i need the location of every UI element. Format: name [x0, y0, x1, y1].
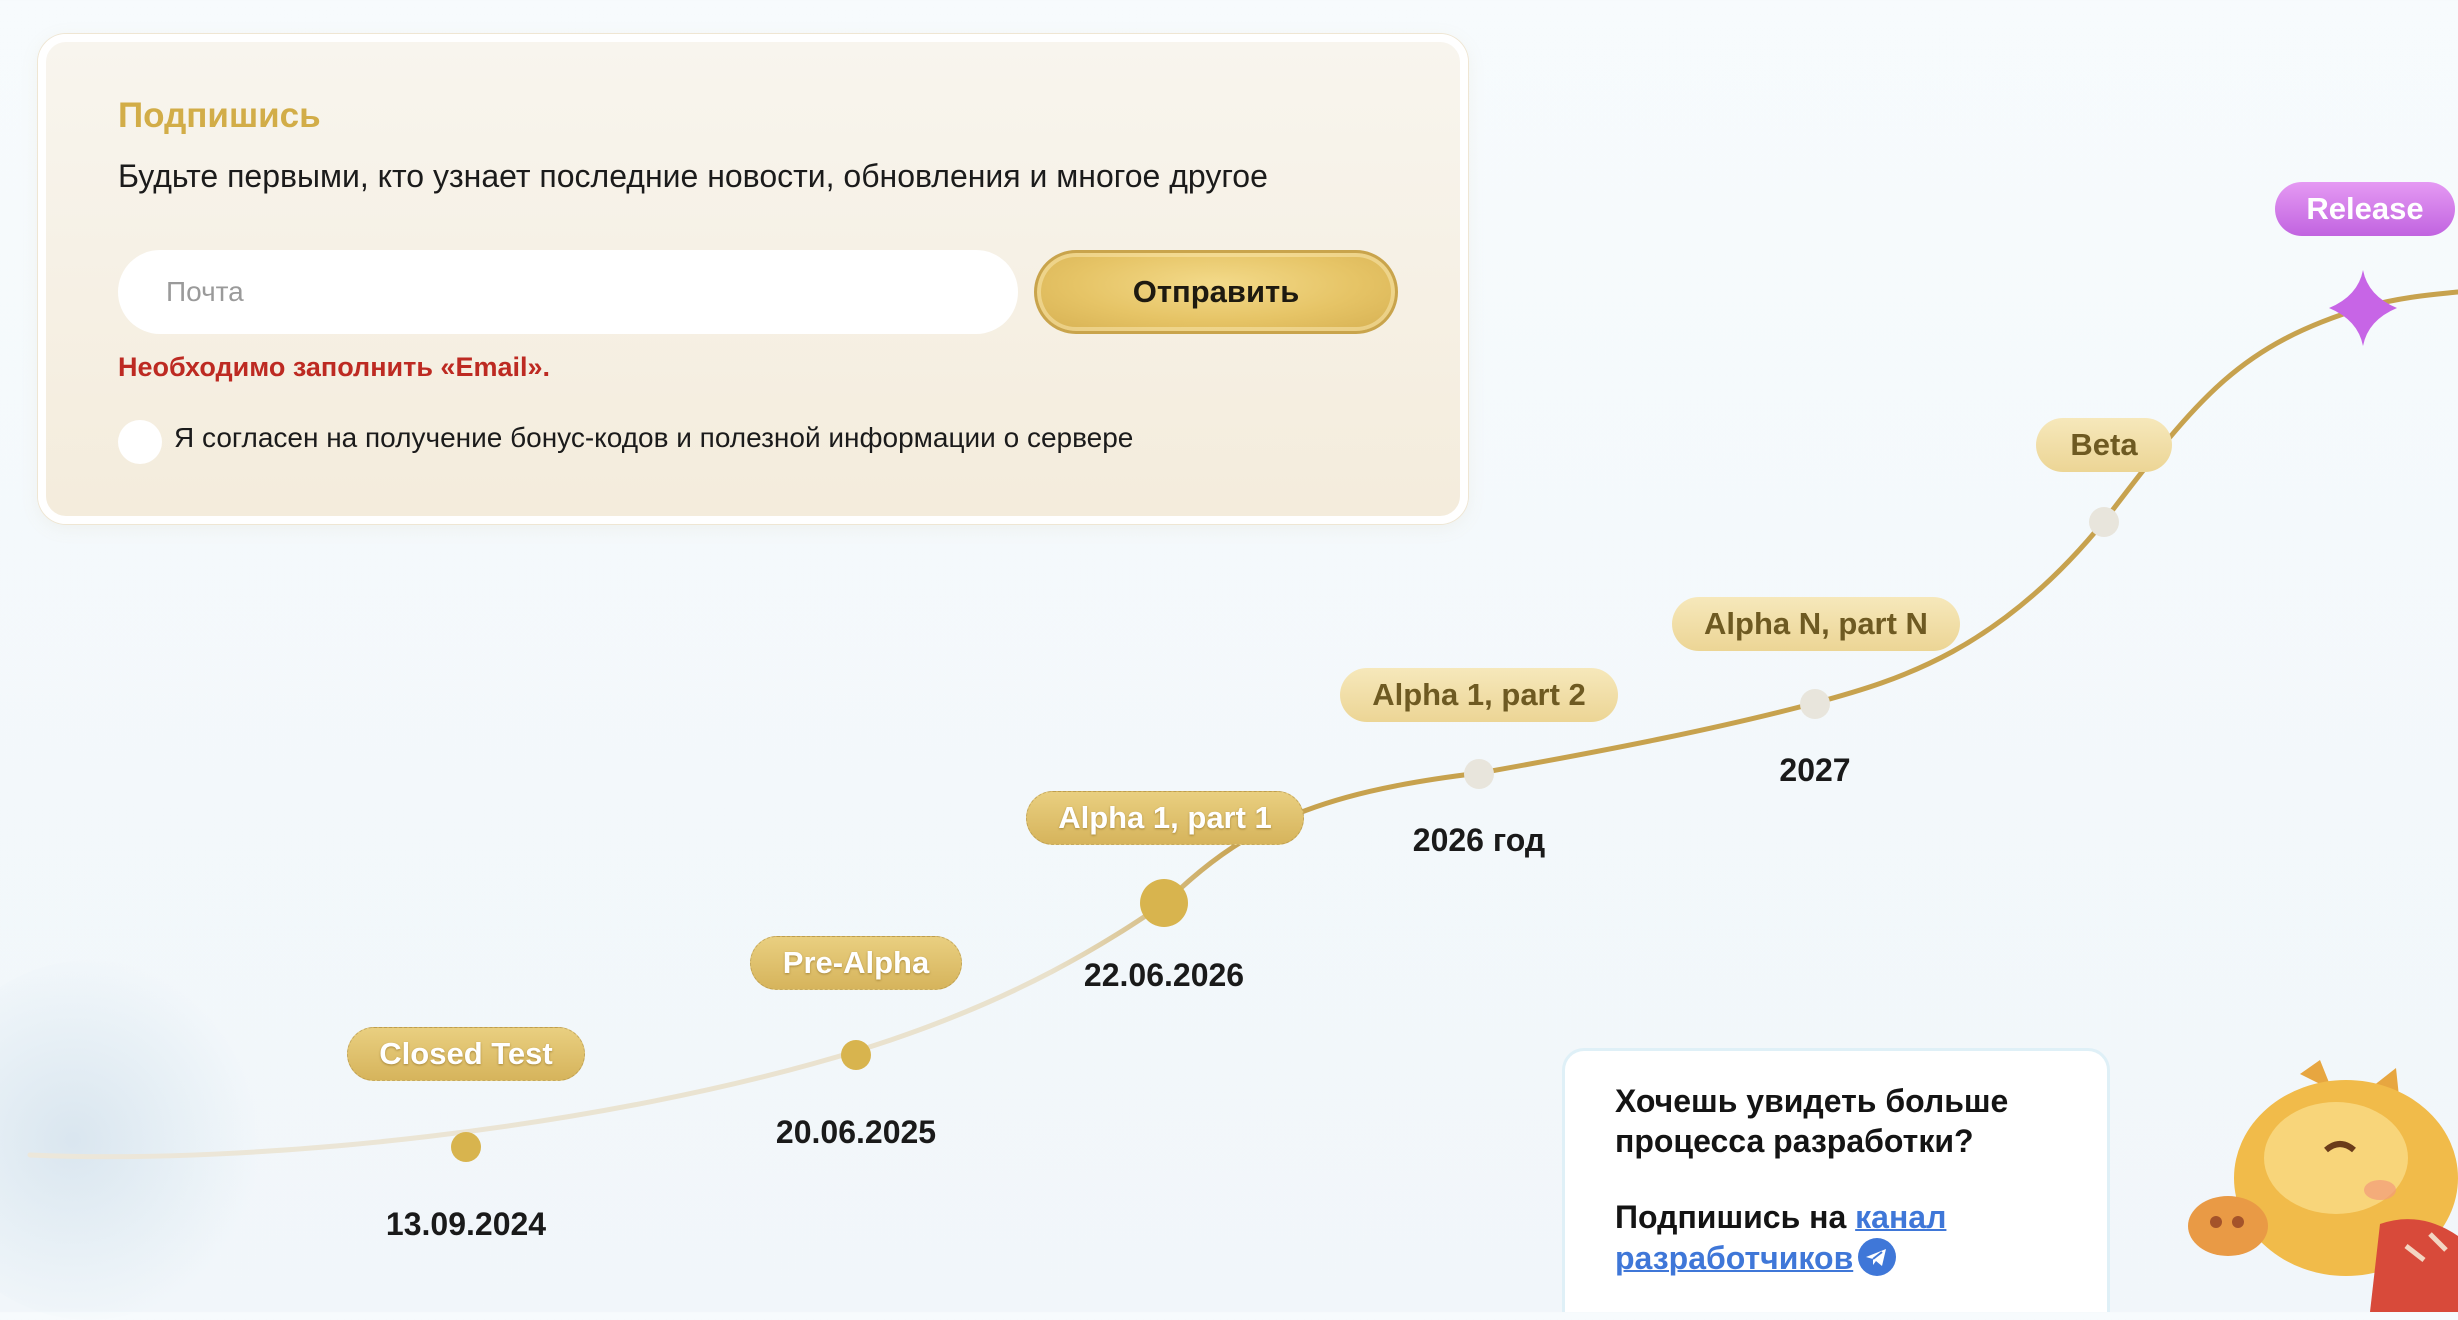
dev-channel-card: Хочешь увидеть больше процесса разработк…	[1562, 1048, 2110, 1312]
dev-channel-question: Хочешь увидеть больше процесса разработк…	[1615, 1083, 2009, 1159]
subscribe-description: Будьте первыми, кто узнает последние нов…	[118, 158, 1268, 194]
milestone-pill-beta: Beta	[2036, 418, 2172, 472]
pig-mascot-image	[2188, 1060, 2458, 1312]
milestone-date-pre-alpha: 20.06.2025	[775, 1114, 937, 1150]
submit-button[interactable]: Отправить	[1034, 250, 1398, 334]
milestone-pill-alpha-1-part-2: Alpha 1, part 2	[1340, 668, 1618, 722]
milestone-pill-release: Release	[2275, 182, 2455, 236]
milestone-node-alpha-1-part-2	[1464, 759, 1494, 789]
milestone-node-pre-alpha	[841, 1040, 871, 1070]
milestone-date-alpha-1-part-1: 22.06.2026	[1083, 957, 1245, 993]
telegram-icon[interactable]	[1857, 1237, 1897, 1277]
dev-channel-subscribe-text: Подпишись на канал разработчиков	[1615, 1197, 2075, 1278]
milestone-date-alpha-1-part-2: 2026 год	[1412, 822, 1546, 858]
email-input[interactable]	[118, 250, 1018, 334]
milestone-pill-pre-alpha: Pre-Alpha	[750, 936, 962, 990]
milestone-node-alpha-n-part-n	[1800, 689, 1830, 719]
milestone-date-alpha-n-part-n: 2027	[1779, 752, 1851, 788]
dev-channel-link[interactable]: канал	[1855, 1199, 1947, 1235]
milestone-node-alpha-1-part-1	[1140, 879, 1188, 927]
milestone-pill-closed-test: Closed Test	[347, 1027, 585, 1081]
consent-checkbox[interactable]	[118, 420, 162, 464]
milestone-pill-alpha-1-part-1: Alpha 1, part 1	[1026, 791, 1304, 845]
milestone-pill-alpha-n-part-n: Alpha N, part N	[1672, 597, 1960, 651]
consent-label: Я согласен на получение бонус-кодов и по…	[174, 422, 1134, 453]
release-star-icon	[2329, 270, 2397, 346]
dev-channel-prefix: Подпишись на	[1615, 1199, 1856, 1235]
milestone-date-closed-test: 13.09.2024	[385, 1206, 547, 1242]
subscribe-title: Подпишись	[118, 96, 321, 135]
email-error-message: Необходимо заполнить «Email».	[118, 352, 550, 382]
cloud-decoration	[0, 960, 260, 1320]
milestone-node-closed-test	[451, 1132, 481, 1162]
dev-channel-link-continued[interactable]: разработчиков	[1615, 1240, 1854, 1276]
milestone-node-beta	[2089, 507, 2119, 537]
